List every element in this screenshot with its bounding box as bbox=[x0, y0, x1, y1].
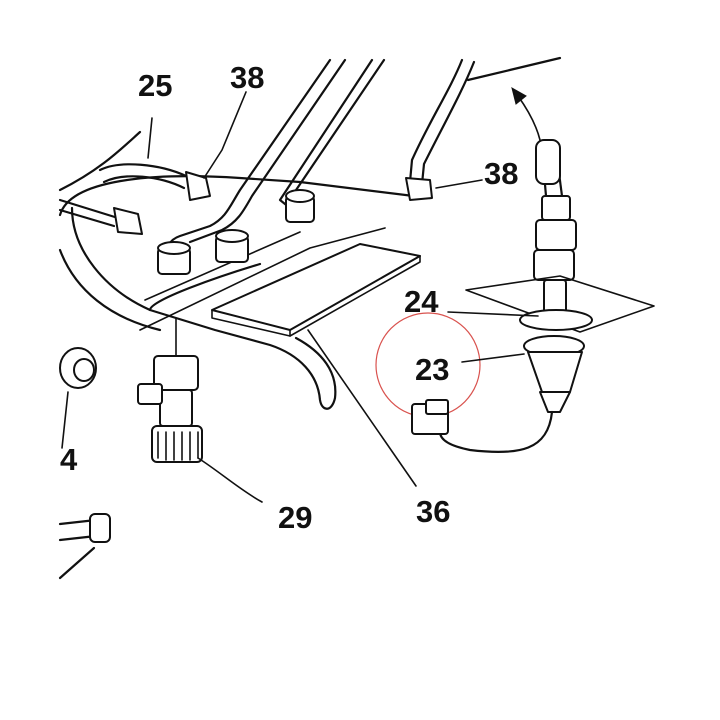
callout-38-right: 38 bbox=[484, 156, 518, 191]
callout-36: 36 bbox=[416, 494, 450, 529]
callout-4: 4 bbox=[60, 442, 78, 477]
pipe-lines bbox=[58, 58, 386, 260]
callout-25: 25 bbox=[138, 68, 172, 103]
left-fittings bbox=[58, 347, 111, 580]
callout-24: 24 bbox=[404, 284, 439, 319]
plate-36 bbox=[211, 243, 421, 337]
callout-29: 29 bbox=[278, 500, 312, 535]
hose-25 bbox=[98, 163, 211, 235]
leader-lines bbox=[61, 91, 539, 503]
fittings bbox=[157, 189, 315, 275]
callout-23: 23 bbox=[415, 352, 449, 387]
valve-29 bbox=[137, 317, 203, 463]
tray-outline bbox=[58, 175, 432, 410]
callout-38-top: 38 bbox=[230, 60, 264, 95]
upper-right-hose bbox=[405, 56, 562, 201]
sender-assembly bbox=[411, 86, 655, 454]
